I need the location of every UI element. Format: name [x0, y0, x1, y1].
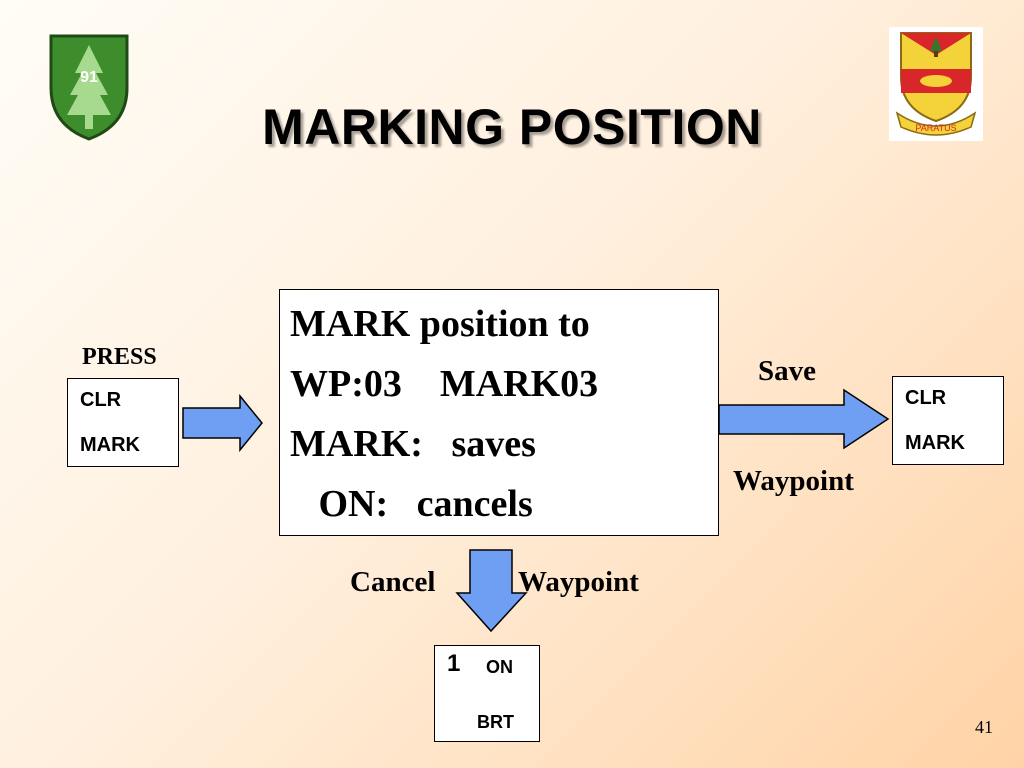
- clr-mark-button-right[interactable]: CLR MARK: [892, 376, 1004, 465]
- division-badge-logo: 91: [49, 34, 129, 141]
- right-arrow-icon: [718, 388, 890, 450]
- slide-title: MARKING POSITION: [262, 99, 762, 155]
- press-label: PRESS: [82, 344, 157, 370]
- waypoint-label-bottom: Waypoint: [518, 566, 639, 598]
- display-line-3: MARK: saves: [290, 423, 536, 465]
- save-label: Save: [758, 355, 816, 387]
- crest-motto: PARATUS: [915, 123, 956, 133]
- on-brt-button[interactable]: 1 ON BRT: [434, 645, 540, 742]
- down-arrow-icon: [455, 549, 528, 633]
- mark-label: MARK: [80, 434, 140, 456]
- mark-display-screen: MARK position to WP:03 MARK03 MARK: save…: [279, 289, 719, 536]
- cancel-label: Cancel: [350, 566, 436, 598]
- mark-label: MARK: [905, 432, 965, 454]
- clr-label: CLR: [80, 389, 122, 411]
- on-label: ON: [486, 657, 513, 677]
- badge-number: 91: [80, 69, 98, 86]
- regiment-crest-logo: PARATUS: [889, 27, 983, 141]
- clr-mark-button-left[interactable]: CLR MARK: [67, 378, 179, 467]
- brt-label: BRT: [477, 712, 514, 732]
- display-line-4: ON: cancels: [290, 483, 533, 525]
- waypoint-label-right: Waypoint: [733, 465, 854, 497]
- display-line-2: WP:03 MARK03: [290, 363, 599, 405]
- page-number: 41: [975, 717, 993, 737]
- button-number: 1: [447, 650, 461, 677]
- display-line-1: MARK position to: [290, 303, 590, 345]
- clr-label: CLR: [905, 387, 947, 409]
- right-arrow-icon: [182, 393, 263, 453]
